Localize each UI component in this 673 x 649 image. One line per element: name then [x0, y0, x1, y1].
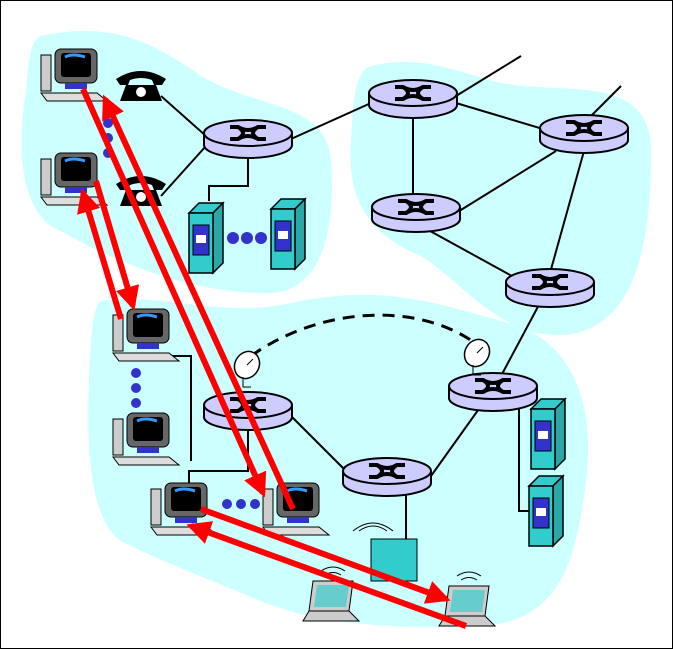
- server-icon: [528, 475, 564, 547]
- more-hosts-dots: [103, 118, 267, 509]
- router-icon: [341, 456, 433, 498]
- desktop-pc-icon: [111, 411, 181, 467]
- router-icon: [504, 267, 596, 309]
- desktop-pc-icon: [39, 47, 109, 103]
- communication-arrows: [77, 87, 468, 629]
- router-icon: [367, 78, 459, 120]
- server-icon: [270, 198, 306, 270]
- router-icon: [202, 118, 294, 160]
- router-icon: [370, 192, 462, 234]
- router-icon: [447, 371, 539, 413]
- router-icon: [538, 113, 630, 155]
- server-icon: [530, 398, 566, 470]
- desktop-pc-icon: [261, 481, 331, 537]
- server-icon: [188, 202, 224, 274]
- desktop-pc-icon: [39, 151, 109, 207]
